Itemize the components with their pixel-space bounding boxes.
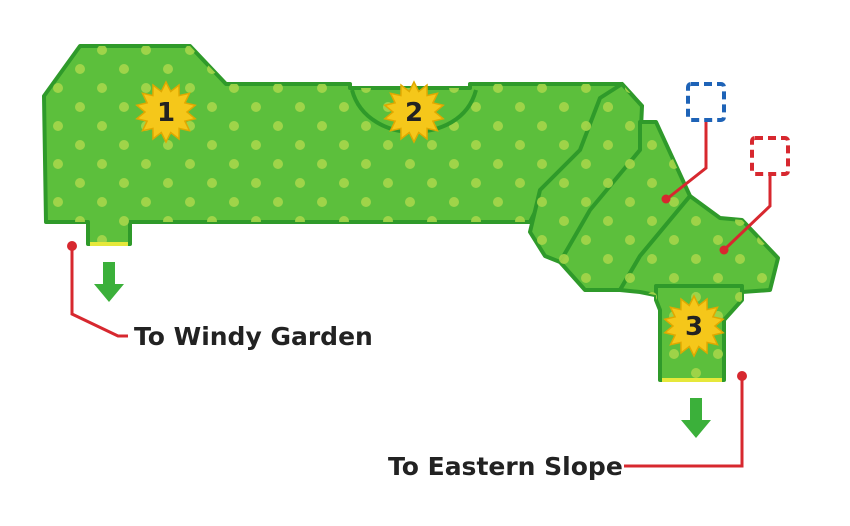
sun-star-icon [135, 80, 197, 144]
exit-eastern-slope-point [737, 371, 747, 381]
exit-eastern-slope-label: To Eastern Slope [388, 452, 623, 481]
marker-red-leader [724, 176, 772, 250]
exit-windy-garden-label: To Windy Garden [134, 322, 373, 351]
marker-blue[interactable] [661, 82, 726, 204]
star-2[interactable]: 2 [383, 80, 445, 144]
terrain-dots [44, 46, 778, 380]
ground-terrain [42, 44, 780, 382]
exit-eastern-slope-leader [624, 376, 744, 468]
marker-blue-leader [667, 122, 708, 200]
exit-eastern-slope[interactable]: To Eastern Slope [388, 371, 747, 481]
marker-blue-point [661, 194, 671, 204]
blue-dashed-square-icon [686, 82, 726, 122]
star-number: 1 [157, 98, 175, 128]
star-3[interactable]: 3 [663, 294, 725, 358]
sun-star-icon [663, 294, 725, 358]
exit-windy-garden-leader [70, 246, 128, 338]
marker-red-point [719, 245, 729, 255]
star-number: 3 [685, 312, 703, 342]
red-dashed-square-icon [750, 136, 790, 176]
down-arrow-icon [681, 398, 711, 438]
sun-star-icon [383, 80, 445, 144]
star-1[interactable]: 1 [135, 80, 197, 144]
exit-windy-garden[interactable]: To Windy Garden [67, 241, 373, 351]
exit-windy-garden-point [67, 241, 77, 251]
star-number: 2 [405, 98, 423, 128]
down-arrow-icon [94, 262, 124, 302]
marker-red[interactable] [719, 136, 790, 255]
